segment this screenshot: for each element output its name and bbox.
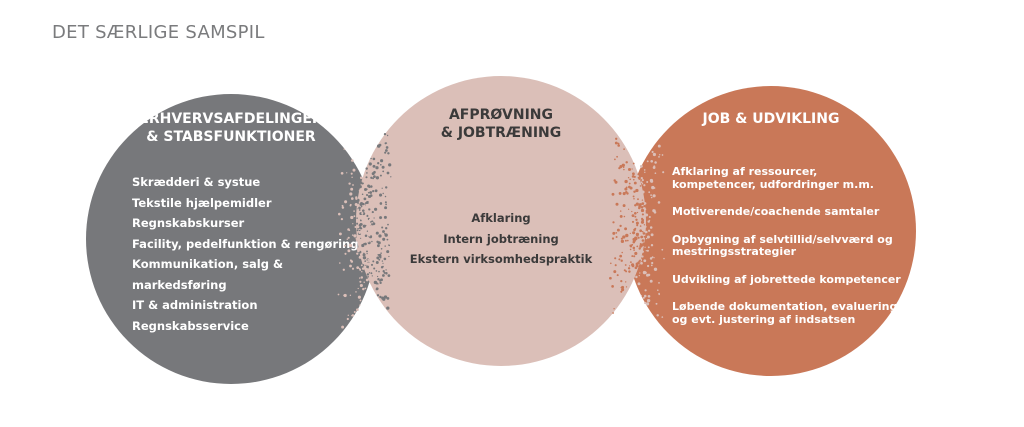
list-item: Regnskabsservice	[132, 318, 249, 333]
circle-erhvervsafdelinger: ERHVERVSAFDELINGER & STABSFUNKTIONER Skr…	[86, 94, 376, 384]
list-item: Facility, pedelfunktion & rengøring	[132, 236, 359, 251]
list-item: Afklaring	[471, 211, 531, 225]
circle-heading-middle: AFPRØVNING & JOBTRÆNING	[440, 107, 562, 141]
list-item: Kommunikation, salg & markedsføring	[132, 257, 284, 292]
page-title: DET SÆRLIGE SAMSPIL	[52, 22, 265, 43]
circle-job-udvikling: JOB & UDVIKLING Afklaring af ressourcer,…	[626, 86, 916, 376]
list-item: Udvikling af jobrettede kompetencer	[672, 272, 901, 286]
circle-afproevning: AFPRØVNING & JOBTRÆNING Afklaring Intern…	[356, 76, 646, 366]
list-item: Løbende dokumentation, evaluering og evt…	[672, 300, 898, 326]
list-item: IT & administration	[132, 298, 258, 312]
list-item: Tekstile hjælpemidler	[132, 195, 272, 210]
list-item: Motiverende/coachende samtaler	[672, 205, 880, 218]
list-item: Intern jobtræning	[443, 231, 559, 246]
circle-heading-right: JOB & UDVIKLING	[702, 111, 840, 127]
list-item: Opbygning af selvtillid/selvværd og mest…	[672, 232, 893, 258]
circle-list-left: Skrædderi & systue Tekstile hjælpemidler…	[132, 172, 376, 336]
list-item: Regnskabskurser	[132, 216, 245, 230]
list-item: Afklaring af ressourcer, kompetencer, ud…	[672, 165, 874, 191]
circle-list-middle: Afklaring Intern jobtræning Ekstern virk…	[356, 208, 646, 270]
list-item: Skrædderi & systue	[132, 175, 261, 189]
circle-heading-left: ERHVERVSAFDELINGER & STABSFUNKTIONER	[139, 111, 323, 145]
circle-list-right: Afklaring af ressourcer, kompetencer, ud…	[672, 165, 902, 341]
list-item: Ekstern virksomhedspraktik	[409, 252, 593, 266]
